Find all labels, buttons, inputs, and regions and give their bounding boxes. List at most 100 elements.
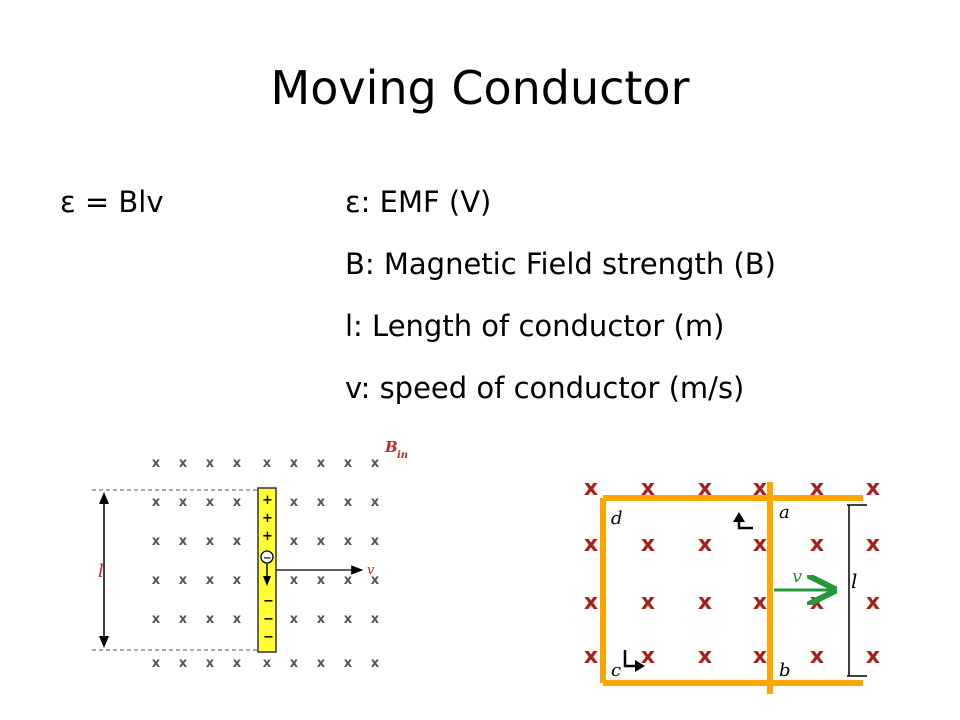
definition-emf: ε: EMF (V) <box>345 185 492 219</box>
moving-rod-diagram: x x x x x x x x x x x x x x x x x x x x x x x x x x x x x x x x x x x x x x x x… <box>92 440 408 671</box>
electron-symbol <box>260 550 274 564</box>
positive-charge: + <box>262 511 273 526</box>
field-x-mark: x <box>179 573 188 588</box>
field-x-mark: x <box>152 495 161 510</box>
definition-magnetic-field: B: Magnetic Field strength (B) <box>345 247 776 281</box>
field-x-mark: x <box>263 656 272 671</box>
field-x-mark: x <box>810 590 824 615</box>
field-x-mark: x <box>584 532 598 557</box>
field-x-mark: x <box>206 656 215 671</box>
field-x-mark: x <box>866 532 880 557</box>
corner-a-label: a <box>779 502 790 523</box>
field-x-mark: x <box>206 495 215 510</box>
field-x-mark: x <box>753 476 767 501</box>
field-x-mark: x <box>698 532 712 557</box>
negative-charge: − <box>263 630 274 645</box>
length-arrow-top-head <box>99 492 109 504</box>
field-x-mark: x <box>866 476 880 501</box>
positive-charge: + <box>262 529 273 544</box>
electron-drift-arrow <box>263 576 271 586</box>
field-x-mark: x <box>371 612 380 627</box>
field-x-mark: x <box>290 495 299 510</box>
emf-formula: ε = Blv <box>60 185 164 219</box>
corner-d-label: d <box>611 508 623 529</box>
field-x-mark: x <box>344 534 353 549</box>
field-x-mark: x <box>641 590 655 615</box>
negative-charge: − <box>263 594 274 609</box>
field-x-mark: x <box>641 476 655 501</box>
slide-title: Moving Conductor <box>270 61 690 115</box>
field-x-mark: x <box>371 495 380 510</box>
field-x-mark: x <box>179 656 188 671</box>
field-x-mark: x <box>810 476 824 501</box>
definition-speed: v: speed of conductor (m/s) <box>345 371 745 405</box>
field-x-mark: x <box>152 573 161 588</box>
field-x-mark: x <box>233 612 242 627</box>
current-arrow-bottom <box>623 650 637 668</box>
magnetic-field-grid: x x x x x x x x x x x x x x x x x x x x x x x x x x x x x x x x x x x x x x x x… <box>152 456 380 671</box>
field-x-mark: x <box>753 590 767 615</box>
field-x-mark: x <box>290 573 299 588</box>
variable-definitions: ε: EMF (V) B: Magnetic Field strength (B… <box>345 182 776 430</box>
field-x-mark: x <box>371 456 380 471</box>
field-x-mark: x <box>866 644 880 669</box>
field-x-mark: x <box>263 456 272 471</box>
field-x-mark: x <box>290 656 299 671</box>
field-x-mark: x <box>152 534 161 549</box>
current-arrow-top-head <box>733 512 745 522</box>
field-x-mark: x <box>371 534 380 549</box>
field-label-subscript: in <box>397 450 408 461</box>
field-x-mark: x <box>206 573 215 588</box>
field-x-mark: x <box>179 612 188 627</box>
field-x-mark: x <box>698 590 712 615</box>
field-x-mark: x <box>344 612 353 627</box>
field-x-mark: x <box>810 644 824 669</box>
field-x-mark: x <box>152 656 161 671</box>
positive-charge: + <box>262 493 273 508</box>
velocity-label: v <box>792 566 802 587</box>
field-x-mark: x <box>753 644 767 669</box>
field-x-mark: x <box>584 476 598 501</box>
field-x-mark: x <box>233 495 242 510</box>
field-x-mark: x <box>698 644 712 669</box>
field-x-mark: x <box>317 495 326 510</box>
field-x-mark: x <box>290 612 299 627</box>
field-x-mark: x <box>152 612 161 627</box>
field-x-mark: x <box>206 612 215 627</box>
field-x-mark: x <box>371 573 380 588</box>
field-x-mark: x <box>179 495 188 510</box>
field-x-mark: x <box>344 573 353 588</box>
field-x-mark: x <box>317 612 326 627</box>
field-x-mark: x <box>344 656 353 671</box>
field-x-mark: x <box>206 534 215 549</box>
field-x-mark: x <box>317 573 326 588</box>
negative-charge: − <box>263 612 274 627</box>
field-x-mark: x <box>641 532 655 557</box>
field-label: B <box>384 440 398 456</box>
field-x-mark: x <box>290 534 299 549</box>
field-x-mark: x <box>317 656 326 671</box>
field-x-mark: x <box>344 495 353 510</box>
field-x-mark: x <box>317 456 326 471</box>
field-x-mark: x <box>584 644 598 669</box>
velocity-label: v <box>367 563 375 578</box>
field-x-mark: x <box>810 532 824 557</box>
current-arrow-bottom-head <box>635 660 645 672</box>
field-x-mark: x <box>317 534 326 549</box>
field-x-mark: x <box>584 590 598 615</box>
field-x-mark: x <box>698 476 712 501</box>
length-arrow-bottom-head <box>99 636 109 648</box>
field-x-mark: x <box>290 456 299 471</box>
corner-c-label: c <box>611 660 621 681</box>
definition-length: l: Length of conductor (m) <box>345 309 725 343</box>
corner-b-label: b <box>779 660 791 681</box>
field-x-mark: x <box>179 534 188 549</box>
electron-sign: − <box>263 553 271 564</box>
field-x-mark: x <box>179 456 188 471</box>
field-x-mark: x <box>233 534 242 549</box>
length-label: l <box>98 561 104 582</box>
field-x-mark: x <box>206 456 215 471</box>
length-label: l <box>851 569 857 593</box>
